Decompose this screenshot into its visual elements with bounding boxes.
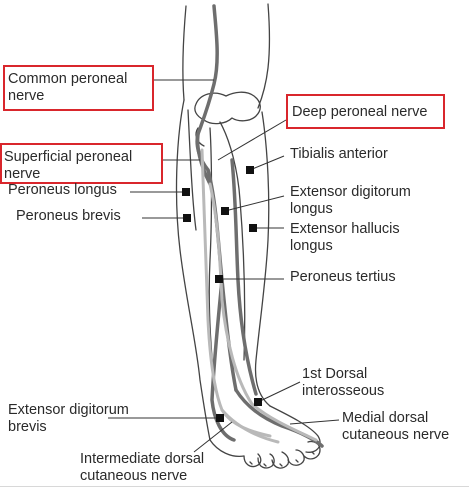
label-peroneus-brevis: Peroneus brevis (16, 208, 121, 224)
marker-extensor-digitorum-brevis (216, 414, 224, 422)
highlight-box-common-peroneal (3, 65, 154, 111)
label-deep-peroneal-nerve: Deep peroneal nerve (292, 104, 428, 120)
marker-peroneus-longus (182, 188, 190, 196)
highlight-box-superficial-peroneal (0, 143, 163, 184)
label-extensor-hallucis-longus: Extensor hallucis longus (290, 221, 400, 254)
leader-intermediate-dorsal-cutaneous (193, 421, 233, 453)
label-extensor-digitorum-brevis: Extensor digitorum brevis (8, 402, 129, 435)
innervation-markers (182, 166, 262, 422)
label-superficial-peroneal-nerve: Superficial peroneal nerve (4, 149, 133, 182)
label-common-peroneal-nerve: Common peroneal nerve (8, 71, 128, 104)
leader-deep-peroneal (217, 119, 287, 161)
marker-extensor-digitorum-longus (221, 207, 229, 215)
leader-first-dorsal-interosseous (257, 381, 301, 403)
marker-tibialis-anterior (246, 166, 254, 174)
label-intermediate-dorsal-cutaneous-nerve: Intermediate dorsal cutaneous nerve (80, 451, 205, 484)
superficial-peroneal-nerve-path (200, 148, 318, 444)
leader-medial-dorsal-cutaneous (289, 419, 340, 425)
label-tibialis-anterior: Tibialis anterior (290, 146, 388, 162)
label-first-dorsal-interosseous: 1st Dorsal interosseous (302, 366, 385, 399)
marker-peroneus-tertius (215, 275, 223, 283)
leader-extensor-digitorum-longus (224, 195, 285, 212)
leader-tibialis-anterior (249, 155, 285, 171)
marker-peroneus-brevis (183, 214, 191, 222)
label-peroneus-longus: Peroneus longus (8, 182, 117, 198)
leader-lines (108, 79, 340, 453)
marker-first-dorsal-interosseous (254, 398, 262, 406)
label-extensor-digitorum-longus: Extensor digitorum longus (290, 184, 411, 217)
bottom-divider (0, 486, 469, 487)
label-peroneus-tertius: Peroneus tertius (290, 269, 396, 285)
marker-extensor-hallucis-longus (249, 224, 257, 232)
highlight-box-deep-peroneal (286, 94, 445, 129)
label-medial-dorsal-cutaneous-nerve: Medial dorsal cutaneous nerve (342, 410, 450, 443)
leg-outline (175, 3, 321, 469)
